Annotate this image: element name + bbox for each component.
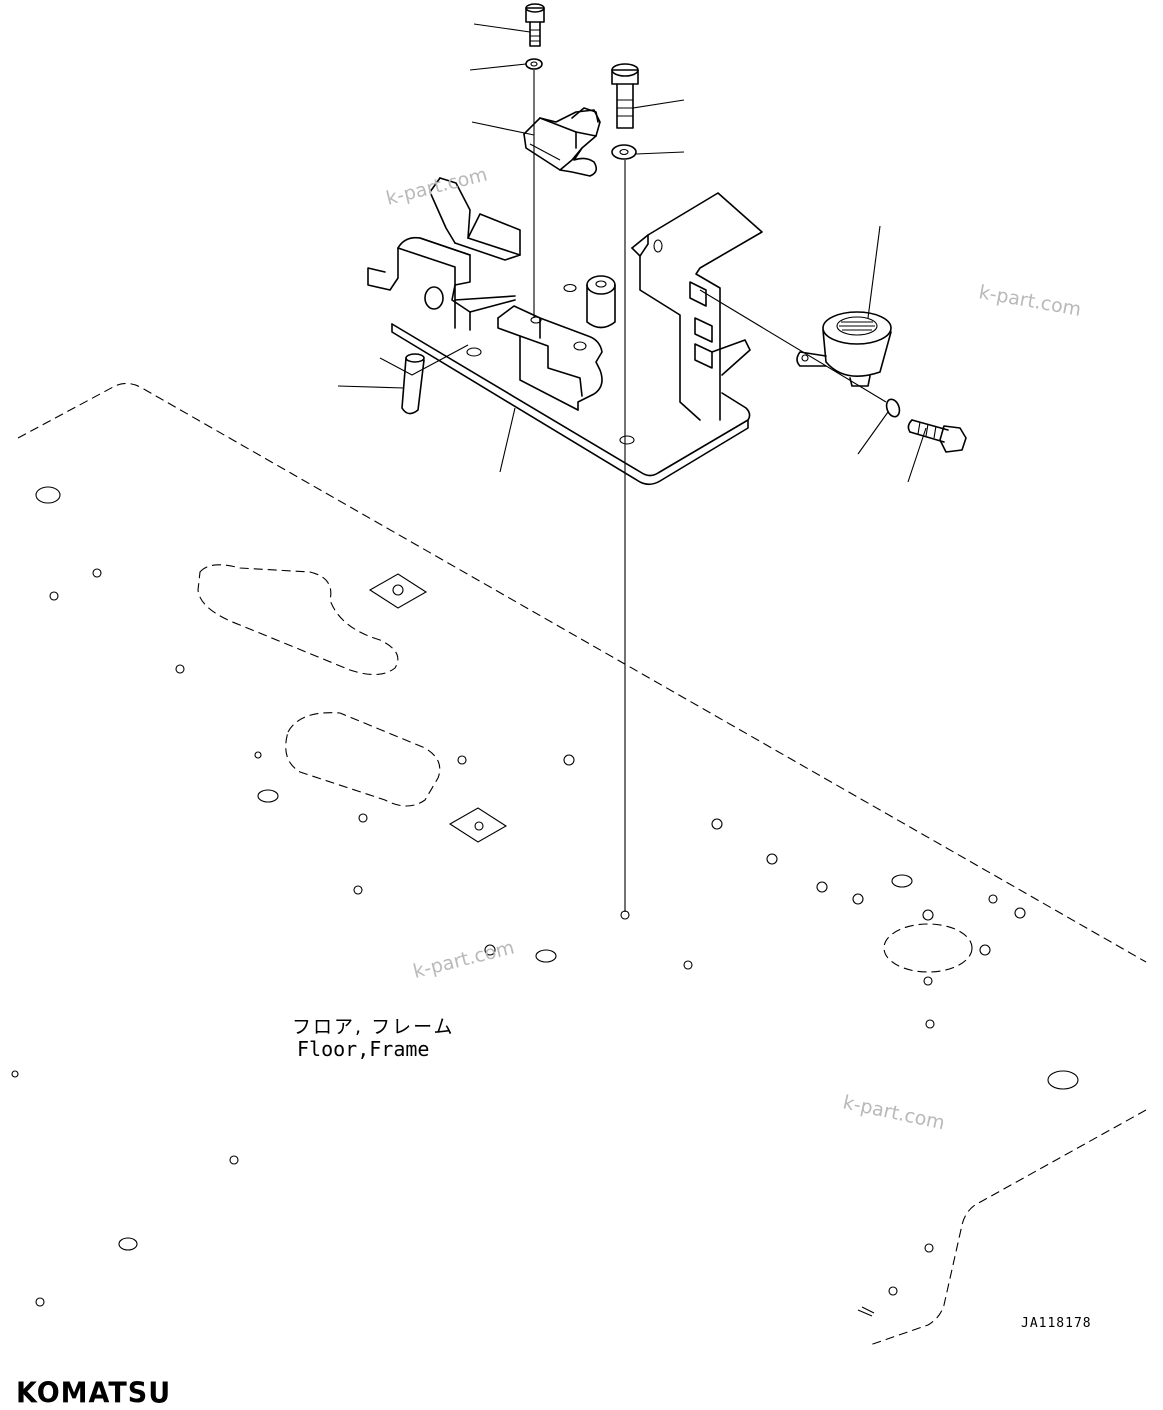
floor-frame: [17, 382, 1147, 1346]
mounting-bracket: [367, 177, 763, 486]
drawing-number: JA118178: [1021, 1316, 1092, 1331]
leader-lines: [337, 23, 927, 912]
horn: [796, 311, 892, 387]
watermark-2: k-part.com: [977, 281, 1083, 321]
floor-holes: [11, 486, 1079, 1317]
caption-english: Floor,Frame: [297, 1037, 430, 1061]
watermark-3: k-part.com: [411, 936, 517, 982]
caption-japanese: フロア, フレーム: [292, 1016, 455, 1038]
watermarks: k-part.com k-part.com k-part.com k-part.…: [384, 163, 1083, 1134]
watermark-4: k-part.com: [841, 1091, 947, 1134]
sensor-module: [523, 107, 601, 177]
fasteners: [525, 3, 967, 453]
watermark-1: k-part.com: [384, 163, 490, 209]
komatsu-logo: KOMATSU: [16, 1377, 172, 1410]
